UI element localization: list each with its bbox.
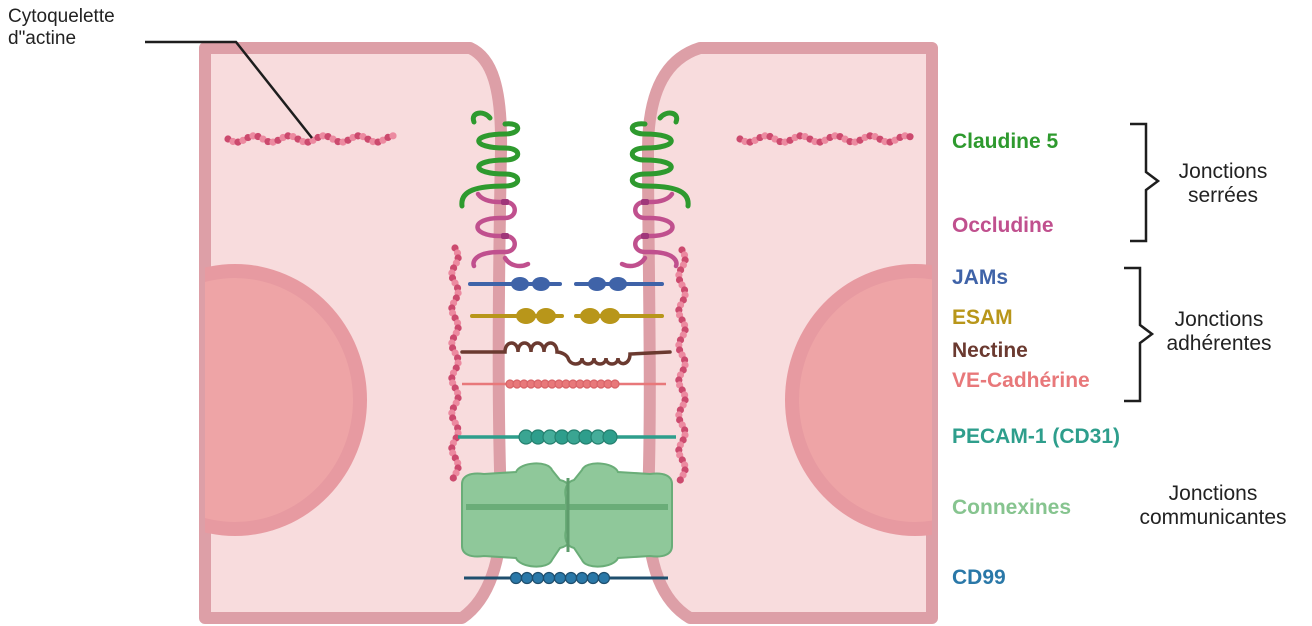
actin-bead <box>677 476 684 483</box>
label-occludine: Occludine <box>952 214 1054 238</box>
callout-actin-cytoskeleton: Cytoquelette d"actine <box>8 6 115 50</box>
ve-cadherine-bead <box>611 380 619 388</box>
group-jonctions-adherentes: Jonctions adhérentes <box>1160 308 1278 356</box>
label-esam: ESAM <box>952 306 1013 330</box>
cd99-bead <box>555 573 566 584</box>
cd99-bead <box>566 573 577 584</box>
group-adherentes-line-1: Jonctions <box>1160 308 1278 332</box>
group-adherentes-line-2: adhérentes <box>1160 332 1278 356</box>
cd99-bead <box>522 573 533 584</box>
left-cell <box>103 48 501 618</box>
occludine-markers <box>501 199 649 239</box>
connexines <box>462 463 672 566</box>
label-jams: JAMs <box>952 266 1008 290</box>
cd99-bead <box>577 573 588 584</box>
label-pecam-1: PECAM-1 (CD31) <box>952 425 1120 449</box>
callout-line-2: d"actine <box>8 28 115 50</box>
pecam-bead <box>603 430 617 444</box>
actin-bead <box>450 474 457 481</box>
label-cd99: CD99 <box>952 566 1006 590</box>
label-nectine: Nectine <box>952 339 1028 363</box>
actin-bead <box>906 133 913 140</box>
group-jonctions-serrees: Jonctions serrées <box>1168 160 1278 208</box>
cd99-bead <box>511 573 522 584</box>
group-communicantes-line-2: communicantes <box>1120 506 1306 530</box>
cd99-bead <box>533 573 544 584</box>
cd99-bead <box>588 573 599 584</box>
left-nucleus <box>103 264 367 536</box>
actin-bead <box>389 132 396 139</box>
group-communicantes-line-1: Jonctions <box>1120 482 1306 506</box>
bracket-jonctions-serrees <box>1130 124 1158 241</box>
label-connexines: Connexines <box>952 496 1071 520</box>
bracket-jonctions-adherentes <box>1124 268 1152 401</box>
group-jonctions-communicantes: Jonctions communicantes <box>1120 482 1306 530</box>
cd99-bead <box>544 573 555 584</box>
group-serrees-line-1: Jonctions <box>1168 160 1278 184</box>
label-ve-cadherine: VE-Cadhérine <box>952 369 1090 393</box>
group-serrees-line-2: serrées <box>1168 184 1278 208</box>
cd99-bead <box>599 573 610 584</box>
callout-line-1: Cytoquelette <box>8 6 115 28</box>
label-claudine-5: Claudine 5 <box>952 130 1058 154</box>
